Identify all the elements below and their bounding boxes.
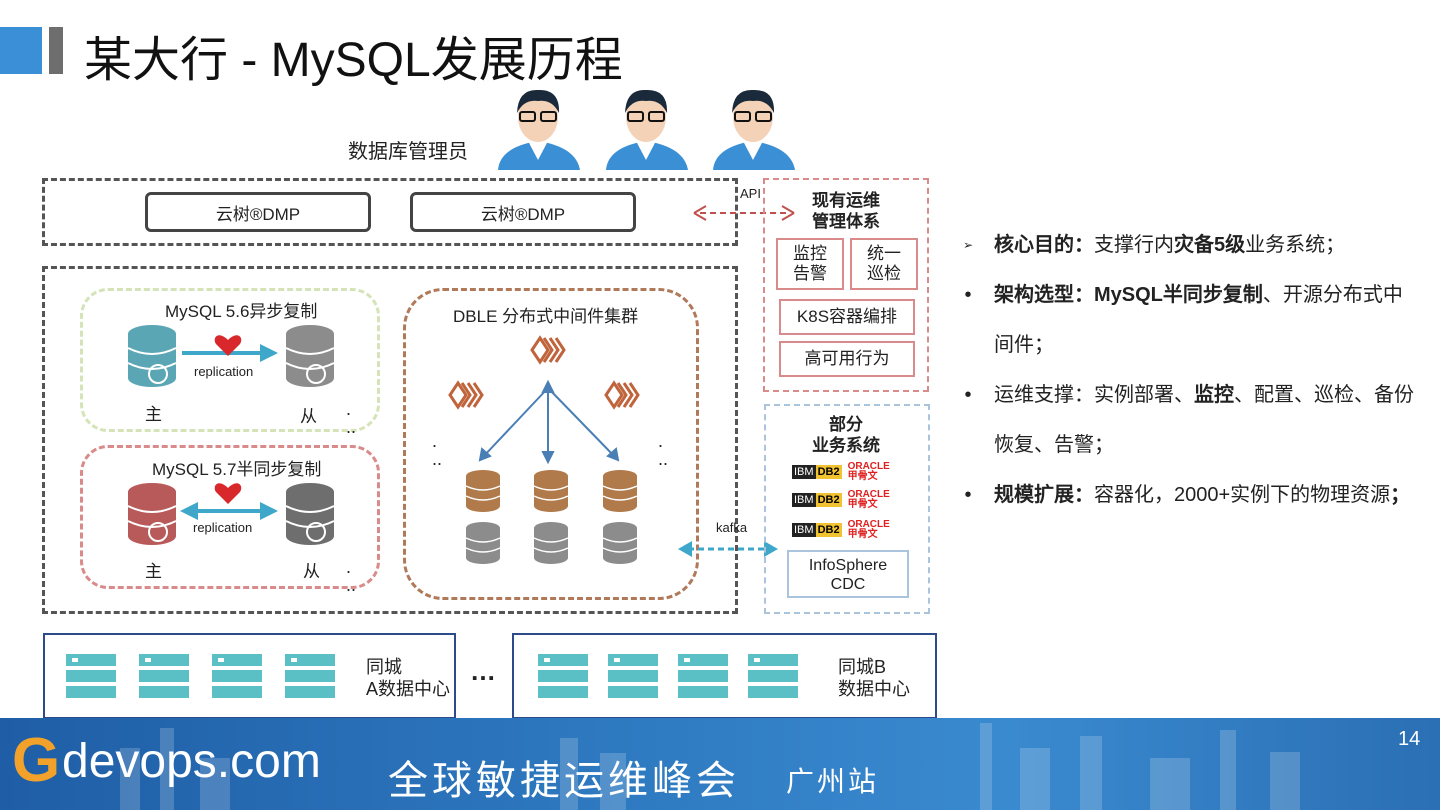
db2-logo: DB2	[815, 493, 842, 507]
person-icon	[606, 89, 688, 170]
mysql56-title: MySQL 5.6异步复制	[165, 302, 318, 321]
api-arrow	[693, 205, 795, 221]
dmp-layer	[42, 178, 738, 246]
database-icon	[602, 522, 638, 564]
server-rack-icons	[66, 654, 335, 698]
infosphere-cdc-box: InfoSphere CDC	[787, 550, 909, 598]
bullet-item: ➢ 核心目的：支撑行内灾备5级业务系统；	[958, 220, 1418, 270]
mysql57-slave-label: 从	[303, 562, 320, 581]
title-accent-bar	[0, 27, 42, 74]
person-icon	[713, 89, 795, 170]
bullet-item: • 架构选型：MySQL半同步复制、开源分布式中间件；	[958, 270, 1418, 370]
dmp-box-left: 云树®DMP	[145, 192, 371, 232]
mysql57-group	[80, 445, 380, 589]
db2-logo: DB2	[815, 523, 842, 537]
mysql57-diagram	[127, 483, 335, 545]
dmp-box-right: 云树®DMP	[410, 192, 636, 232]
k8s-box: K8S容器编排	[779, 299, 915, 335]
bullet-item: • 规模扩展：容器化，2000+实例下的物理资源；	[958, 470, 1418, 520]
bullet-dot-icon: •	[964, 484, 972, 506]
db2-logo: DB2	[815, 465, 842, 479]
ops-system-box	[763, 178, 929, 392]
ellipsis-vertical: ...	[432, 431, 443, 469]
ibm-logo: IBM	[792, 465, 816, 479]
database-icon	[602, 470, 638, 512]
mysql56-group	[80, 288, 380, 432]
business-system-box	[764, 404, 930, 614]
heart-icon	[214, 483, 242, 504]
dble-node-icon	[448, 380, 484, 410]
mysql57-master-label: 主	[145, 562, 162, 581]
dba-avatars	[498, 89, 795, 170]
mysql56-master-label: 主	[145, 405, 162, 424]
database-icon	[285, 483, 335, 545]
mysql57-title: MySQL 5.7半同步复制	[152, 460, 322, 479]
city-skyline-decoration	[120, 723, 1300, 810]
dble-node-icon	[604, 380, 640, 410]
gdevops-logo-text: devops.com	[62, 735, 321, 788]
database-icon	[533, 470, 569, 512]
dble-node-icon	[530, 335, 566, 365]
ellipsis-vertical: ...	[346, 557, 357, 595]
datacenter-a-label: 同城 A数据中心	[366, 657, 451, 699]
mysql56-replication-label: replication	[194, 364, 254, 379]
conference-name: 全球敏捷运维峰会	[388, 758, 740, 804]
monitor-alert-box: 监控 告警	[776, 238, 844, 290]
database-icon	[285, 325, 335, 387]
ops-system-title: 现有运维 管理体系	[812, 191, 880, 231]
conference-city: 广州站	[786, 765, 880, 798]
mysql-layer	[42, 266, 738, 614]
database-icon	[465, 470, 501, 512]
ellipsis-vertical: ...	[346, 399, 357, 437]
datacenter-b-label: 同城B 数据中心	[838, 657, 910, 699]
page-title: 某大行 - MySQL发展历程	[84, 34, 623, 87]
bullet-item: • 运维支撑：实例部署、监控、配置、巡检、备份恢复、告警；	[958, 370, 1418, 470]
kafka-arrow	[678, 541, 778, 557]
datacenter-ellipsis: …	[470, 656, 496, 686]
bullet-list: ➢ 核心目的：支撑行内灾备5级业务系统； • 架构选型：MySQL半同步复制、开…	[958, 220, 1418, 520]
ibm-logo: IBM	[792, 523, 816, 537]
mysql57-replication-label: replication	[193, 520, 253, 535]
inspection-box: 统一 巡检	[850, 238, 918, 290]
dble-diagram	[448, 335, 640, 564]
mysql56-diagram	[127, 325, 335, 387]
ibm-logo: IBM	[792, 493, 816, 507]
dba-label: 数据库管理员	[348, 141, 468, 163]
gdevops-logo-g: G	[12, 726, 61, 795]
database-icon	[127, 325, 177, 387]
mysql56-slave-label: 从	[300, 407, 317, 426]
ellipsis-vertical: ...	[658, 431, 669, 469]
database-icon	[127, 483, 177, 545]
title-accent-bar-gray	[49, 27, 63, 74]
api-label: API	[740, 186, 761, 201]
bullet-dot-icon: •	[964, 284, 972, 306]
kafka-label: kafka	[716, 520, 748, 535]
arrow-bullet-icon: ➢	[962, 238, 974, 252]
dble-cluster-group	[403, 288, 699, 600]
heart-icon	[214, 335, 242, 356]
dble-title: DBLE 分布式中间件集群	[453, 307, 639, 326]
footer-banner	[0, 718, 1440, 810]
business-system-title: 部分 业务系统	[812, 415, 880, 455]
bullet-dot-icon: •	[964, 384, 972, 406]
database-icon	[465, 522, 501, 564]
ha-box: 高可用行为	[779, 341, 915, 377]
page-number: 14	[1398, 728, 1421, 750]
server-rack-icons	[538, 654, 798, 698]
person-icon	[498, 89, 580, 170]
database-icon	[533, 522, 569, 564]
